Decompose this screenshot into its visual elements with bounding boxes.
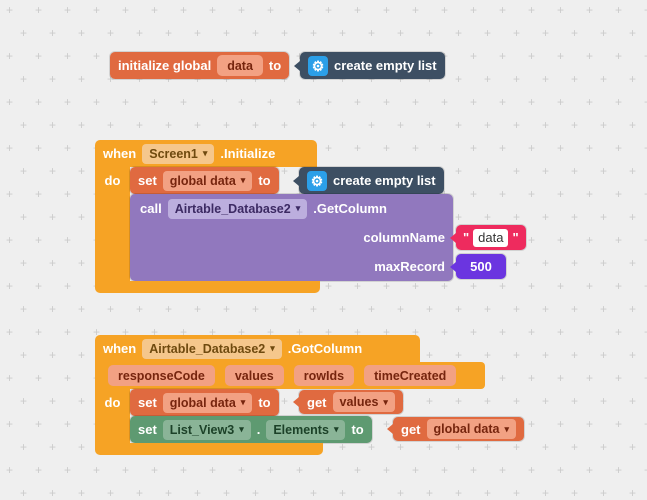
component-dropdown-value: Airtable_Database2 <box>174 201 291 216</box>
variable-dropdown[interactable]: global data ▾ <box>426 419 517 439</box>
variable-dropdown-value: values <box>339 395 379 409</box>
mutator-gear-icon[interactable]: ⚙ <box>308 55 328 76</box>
close-quote-label: " <box>512 230 519 245</box>
when-gotcolumn-block[interactable]: when Airtable_Database2 ▾ .GotColumn <box>95 335 420 362</box>
to-label: to <box>268 58 282 73</box>
event-parameter-pill[interactable]: values <box>224 365 284 386</box>
component-dropdown[interactable]: Airtable_Database2 ▾ <box>142 338 282 359</box>
set-listview-elements-block[interactable]: set List_View3 ▾ . Elements ▾ to <box>130 416 372 443</box>
variable-dropdown[interactable]: global data ▾ <box>162 392 253 413</box>
get-label: get <box>401 421 421 437</box>
dropdown-arrow-icon: ▾ <box>383 396 388 407</box>
get-global-data-block[interactable]: get global data ▾ <box>393 417 525 441</box>
do-label: do <box>104 395 121 410</box>
get-label: get <box>307 394 327 410</box>
initialize-global-data-block[interactable]: initialize global data to <box>110 52 290 79</box>
variable-dropdown[interactable]: global data ▾ <box>162 170 253 191</box>
property-dropdown-value: Elements <box>273 422 329 437</box>
do-label: do <box>104 173 121 188</box>
text-input-field[interactable]: data <box>473 228 509 247</box>
set-label: set <box>138 173 157 188</box>
dropdown-arrow-icon: ▾ <box>270 343 275 353</box>
dropdown-arrow-icon: ▾ <box>295 203 301 213</box>
variable-dropdown-value: global data <box>433 422 500 436</box>
dot-label: . <box>256 422 261 437</box>
method-name-label: .GetColumn <box>313 201 387 216</box>
event-parameters-row: responseCode values rowIds timeCreated <box>95 362 485 389</box>
set-global-data-block[interactable]: set global data ▾ to <box>130 167 279 194</box>
open-quote-label: " <box>463 230 470 245</box>
dropdown-arrow-icon: ▾ <box>504 423 510 434</box>
event-parameter-pill[interactable]: rowIds <box>293 365 355 386</box>
param-columnname-label: columnName <box>363 230 445 245</box>
component-dropdown[interactable]: List_View3 ▾ <box>162 419 251 440</box>
number-value[interactable]: 500 <box>470 259 492 274</box>
variable-name-field[interactable]: data <box>217 55 263 76</box>
dropdown-arrow-icon: ▾ <box>240 397 246 407</box>
dropdown-arrow-icon: ▾ <box>333 424 339 434</box>
event-block-footer <box>95 443 323 455</box>
to-label: to <box>258 395 271 410</box>
component-dropdown-value: List_View3 <box>169 422 235 437</box>
event-block-spine: do <box>95 389 130 443</box>
text-string-block[interactable]: " data " <box>456 225 526 250</box>
property-dropdown[interactable]: Elements ▾ <box>266 419 346 440</box>
event-parameter-pill[interactable]: responseCode <box>108 365 215 386</box>
init-keyword-label: initialize global <box>118 58 212 73</box>
get-values-block[interactable]: get values ▾ <box>299 390 403 414</box>
to-label: to <box>258 173 271 188</box>
variable-dropdown-value: global data <box>169 173 236 188</box>
dropdown-arrow-icon: ▾ <box>240 175 246 185</box>
call-getcolumn-block[interactable]: call Airtable_Database2 ▾ .GetColumn col… <box>130 194 453 281</box>
when-screen1-initialize-block[interactable]: when Screen1 ▾ .Initialize <box>95 140 317 167</box>
event-block-spine: do <box>95 167 130 281</box>
set-label: set <box>138 395 157 410</box>
number-block[interactable]: 500 <box>456 254 506 279</box>
create-empty-list-label: create empty list <box>334 58 437 73</box>
event-name-label: .GotColumn <box>287 341 363 356</box>
event-parameter-pill[interactable]: timeCreated <box>364 365 457 386</box>
event-name-label: .Initialize <box>220 146 276 161</box>
when-label: when <box>103 341 137 356</box>
when-label: when <box>103 146 137 161</box>
dropdown-arrow-icon: ▾ <box>202 148 208 158</box>
param-maxrecord-label: maxRecord <box>374 259 445 274</box>
component-dropdown-value: Airtable_Database2 <box>149 341 266 356</box>
variable-dropdown-value: global data <box>169 395 236 410</box>
mutator-gear-icon[interactable]: ⚙ <box>307 170 327 191</box>
dropdown-arrow-icon: ▾ <box>239 424 244 434</box>
set-label: set <box>138 422 157 437</box>
to-label: to <box>351 422 364 437</box>
call-label: call <box>140 201 162 216</box>
variable-dropdown[interactable]: values ▾ <box>332 392 395 412</box>
create-empty-list-label: create empty list <box>333 173 436 188</box>
create-empty-list-block[interactable]: ⚙ create empty list <box>299 167 444 194</box>
create-empty-list-block[interactable]: ⚙ create empty list <box>300 52 445 79</box>
screen-dropdown[interactable]: Screen1 ▾ <box>142 143 215 164</box>
component-dropdown[interactable]: Airtable_Database2 ▾ <box>167 198 308 219</box>
set-global-data-block[interactable]: set global data ▾ to <box>130 389 279 416</box>
event-block-footer <box>95 281 320 293</box>
screen-dropdown-value: Screen1 <box>149 146 198 161</box>
